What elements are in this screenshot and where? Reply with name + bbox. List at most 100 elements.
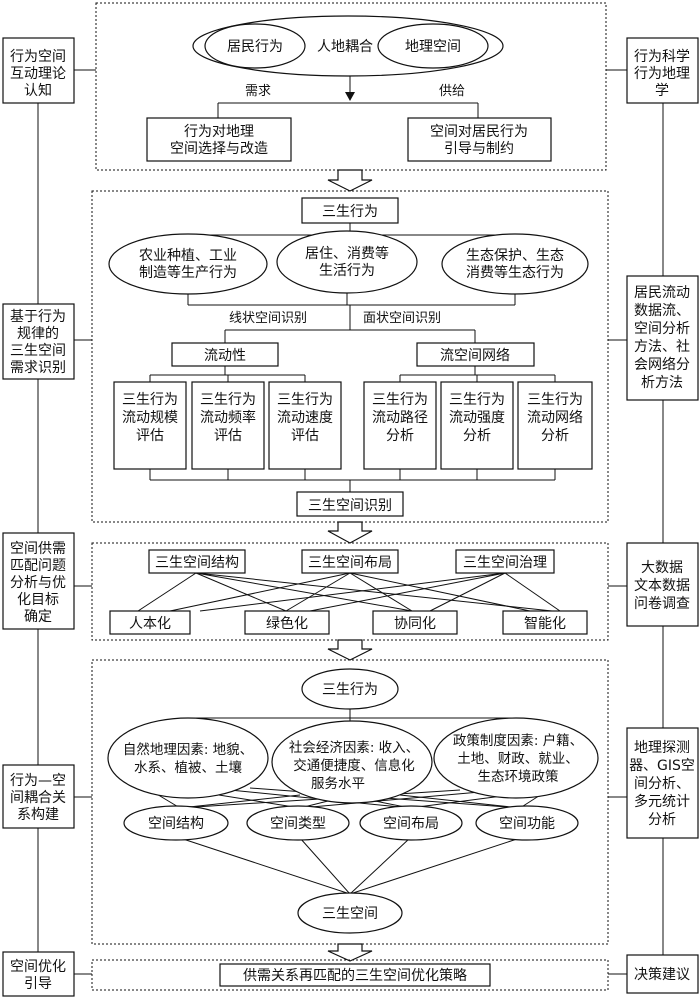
svg-text:分析: 分析 — [386, 428, 414, 444]
svg-text:流动速度: 流动速度 — [277, 410, 333, 426]
space-identify-box — [296, 491, 404, 517]
svg-text:三生行为: 三生行为 — [122, 392, 178, 408]
svg-text:三生行为: 三生行为 — [527, 392, 583, 408]
svg-text:数据流、: 数据流、 — [634, 303, 690, 319]
svg-text:三生行为: 三生行为 — [372, 392, 428, 408]
resident-label: 居民行为 — [227, 39, 283, 55]
svg-text:引导: 引导 — [24, 976, 52, 992]
eval-box-speed: 三生行为 流动速度 评估 — [268, 381, 342, 470]
svg-text:析方法: 析方法 — [641, 375, 683, 391]
svg-text:流动网络: 流动网络 — [527, 410, 583, 426]
synergy-box — [372, 610, 458, 635]
svg-text:生活行为: 生活行为 — [319, 263, 375, 279]
svg-text:大数据: 大数据 — [641, 560, 683, 576]
svg-text:多元统计: 多元统计 — [634, 793, 690, 810]
svg-text:空间对居民行为: 空间对居民行为 — [430, 124, 528, 140]
svg-text:居民流动: 居民流动 — [634, 285, 690, 301]
policy-factor-ellipse — [433, 717, 599, 799]
svg-text:三生空间治理: 三生空间治理 — [463, 555, 547, 571]
flow-arrow-3 — [327, 639, 373, 661]
svg-text:评估: 评估 — [214, 428, 242, 444]
svg-text:农业种植、工业: 农业种植、工业 — [139, 248, 237, 264]
svg-text:化目标: 化目标 — [17, 592, 59, 608]
svg-text:流空间网络: 流空间网络 — [440, 348, 510, 364]
flow-arrow-2 — [327, 521, 373, 544]
svg-text:行为—空: 行为—空 — [10, 773, 66, 789]
right-guide-box — [407, 117, 552, 162]
svg-text:确定: 确定 — [24, 609, 52, 625]
flow-arrow-1 — [327, 169, 373, 192]
right-method-4: 地理探测 器、GIS空 间分析、 多元统计 分析 — [626, 727, 699, 839]
svg-text:行为科学: 行为科学 — [634, 49, 690, 65]
svg-text:三生行为: 三生行为 — [322, 204, 378, 220]
svg-text:三生行为: 三生行为 — [200, 392, 256, 408]
ecology-ellipse — [441, 233, 589, 295]
living-ellipse — [276, 230, 418, 294]
eval-box-scale: 三生行为 流动规模 评估 — [113, 381, 187, 470]
left-step-5: 空间优化 引导 — [2, 951, 75, 997]
intelligence-box — [502, 610, 588, 635]
svg-text:间分析、: 间分析、 — [634, 776, 690, 792]
svg-text:三生行为: 三生行为 — [449, 392, 505, 408]
svg-text:土地、财政、就业、: 土地、财政、就业、 — [457, 751, 579, 767]
svg-text:间耦合关: 间耦合关 — [10, 790, 66, 806]
left-step-2: 基于行为 规律的 三生空间 需求识别 — [2, 303, 75, 380]
demand-label: 需求 — [245, 84, 271, 99]
svg-text:三生行为: 三生行为 — [322, 682, 378, 698]
svg-text:空间优化: 空间优化 — [10, 959, 66, 975]
svg-text:行为地理: 行为地理 — [634, 66, 690, 82]
strategy-box — [219, 963, 491, 987]
production-ellipse — [108, 233, 268, 295]
space-type-ellipse — [246, 805, 350, 841]
space-function-ellipse — [475, 805, 579, 841]
svg-text:地理探测: 地理探测 — [634, 740, 690, 756]
svg-text:分析与优: 分析与优 — [10, 575, 66, 591]
governance-box — [455, 549, 555, 574]
svg-text:空间类型: 空间类型 — [270, 816, 326, 832]
svg-text:会网络分: 会网络分 — [634, 357, 690, 373]
section-3-links — [137, 572, 561, 612]
section-4-converge — [179, 837, 521, 895]
geo-label: 地理空间 — [405, 39, 461, 55]
greening-box — [244, 610, 330, 635]
analysis-box-intensity: 三生行为 流动强度 分析 — [440, 381, 514, 470]
area-label: 面状空间识别 — [363, 311, 441, 326]
space-layout-ellipse — [359, 805, 463, 841]
svg-text:三生空间结构: 三生空间结构 — [155, 555, 239, 571]
svg-text:空间布局: 空间布局 — [383, 816, 439, 832]
svg-text:系构建: 系构建 — [17, 807, 59, 823]
linear-label: 线状空间识别 — [229, 311, 307, 326]
left-step-1: 行为空间 互动理论 认知 — [2, 37, 75, 104]
svg-text:方法、社: 方法、社 — [634, 339, 690, 355]
svg-text:学: 学 — [655, 83, 669, 99]
geo-ellipse — [377, 23, 489, 69]
right-method-5: 决策建议 — [626, 954, 699, 994]
analysis-box-network: 三生行为 流动网络 分析 — [517, 381, 593, 470]
svg-text:供需关系再匹配的三生空间优化策略: 供需关系再匹配的三生空间优化策略 — [243, 967, 467, 984]
eval-box-frequency: 三生行为 流动频率 评估 — [191, 381, 265, 470]
svg-text:需求识别: 需求识别 — [10, 360, 66, 376]
layout-box — [301, 549, 399, 574]
section-5-frame — [91, 959, 609, 991]
svg-text:问卷调查: 问卷调查 — [634, 596, 690, 612]
svg-text:流动规模: 流动规模 — [122, 410, 178, 426]
flow-arrow-4 — [327, 943, 373, 962]
svg-text:绿色化: 绿色化 — [266, 615, 308, 632]
coupling-label: 人地耦合 — [317, 39, 373, 55]
left-step-3: 空间供需 匹配问题 分析与优 化目标 确定 — [2, 532, 75, 630]
left-step-1-line: 行为空间 — [10, 49, 66, 65]
svg-text:三生空间布局: 三生空间布局 — [308, 555, 392, 571]
right-method-3: 大数据 文本数据 问卷调查 — [626, 542, 699, 627]
svg-text:三生空间: 三生空间 — [10, 343, 66, 359]
svg-text:服务水平: 服务水平 — [311, 776, 365, 792]
svg-text:分析: 分析 — [541, 428, 569, 444]
svg-text:分析: 分析 — [463, 428, 491, 444]
svg-text:文本数据: 文本数据 — [634, 578, 690, 594]
svg-text:交通便捷度、信息化: 交通便捷度、信息化 — [293, 757, 415, 774]
svg-text:人本化: 人本化 — [129, 616, 171, 632]
behavior-box — [301, 197, 399, 224]
supply-label: 供给 — [439, 84, 465, 99]
svg-text:空间选择与改造: 空间选择与改造 — [170, 141, 268, 157]
svg-text:三生行为: 三生行为 — [277, 392, 333, 408]
left-choice-box — [146, 117, 292, 162]
